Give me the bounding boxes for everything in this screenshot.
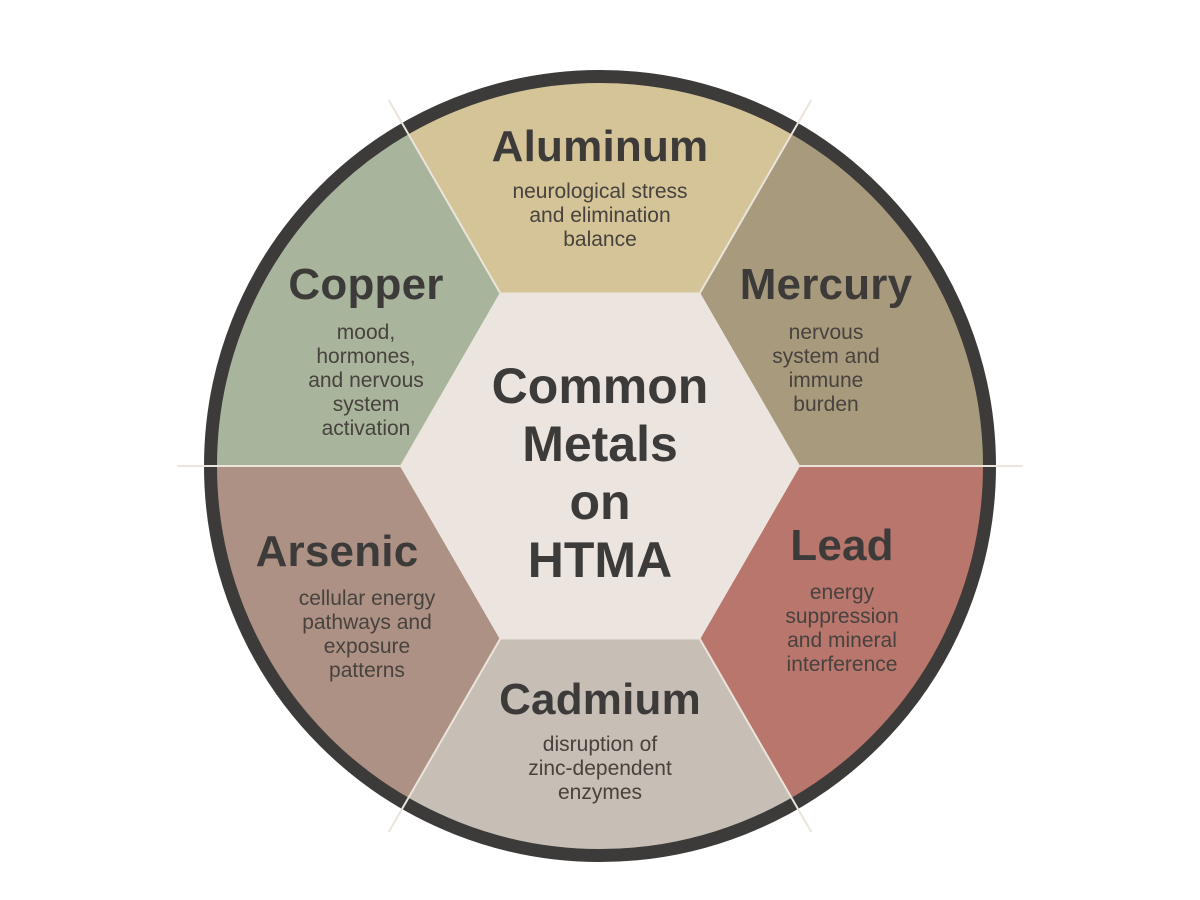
segment-lead	[700, 466, 989, 803]
segment-label-arsenic: Arsenic cellular energy pathways and exp…	[239, 527, 436, 683]
segment-mercury	[700, 129, 989, 466]
metal-name-mercury: Mercury	[739, 260, 913, 309]
metal-name-lead: Lead	[790, 521, 894, 570]
center-title: Common Metals on HTMA	[491, 358, 709, 588]
metal-description-aluminum: neurological stress and elimination bala…	[512, 180, 688, 251]
metal-description-mercury: nervous system and immune burden	[772, 321, 880, 416]
metal-name-copper: Copper	[288, 260, 444, 309]
metal-name-arsenic: Arsenic	[255, 527, 419, 576]
segment-label-cadmium: Cadmium disruption of zinc-dependent enz…	[499, 675, 701, 805]
segment-label-lead: Lead energy suppression and mineral inte…	[785, 521, 898, 677]
divider-line	[699, 99, 812, 294]
segment-arsenic	[211, 466, 500, 803]
divider-line	[388, 638, 501, 833]
segment-label-copper: Copper mood, hormones, and nervous syste…	[288, 260, 443, 441]
segment-cadmium	[405, 639, 795, 856]
metal-name-cadmium: Cadmium	[499, 675, 701, 724]
metal-description-cadmium: disruption of zinc-dependent enzymes	[528, 733, 672, 804]
metal-description-lead: energy suppression and mineral interfere…	[785, 581, 899, 676]
segment-copper	[210, 129, 500, 466]
metal-name-aluminum: Aluminum	[491, 122, 709, 171]
segment-label-mercury: Mercury nervous system and immune burden	[740, 260, 913, 417]
divider-line	[388, 99, 501, 294]
center-hexagon	[400, 292, 800, 640]
segment-aluminum	[405, 76, 795, 293]
metal-description-arsenic: cellular energy pathways and exposure pa…	[298, 587, 436, 682]
metal-description-copper: mood, hormones, and nervous system activ…	[308, 321, 424, 440]
segment-label-aluminum: Aluminum neurological stress and elimina…	[492, 122, 709, 252]
divider-lines	[177, 99, 1023, 833]
divider-line	[699, 638, 812, 833]
